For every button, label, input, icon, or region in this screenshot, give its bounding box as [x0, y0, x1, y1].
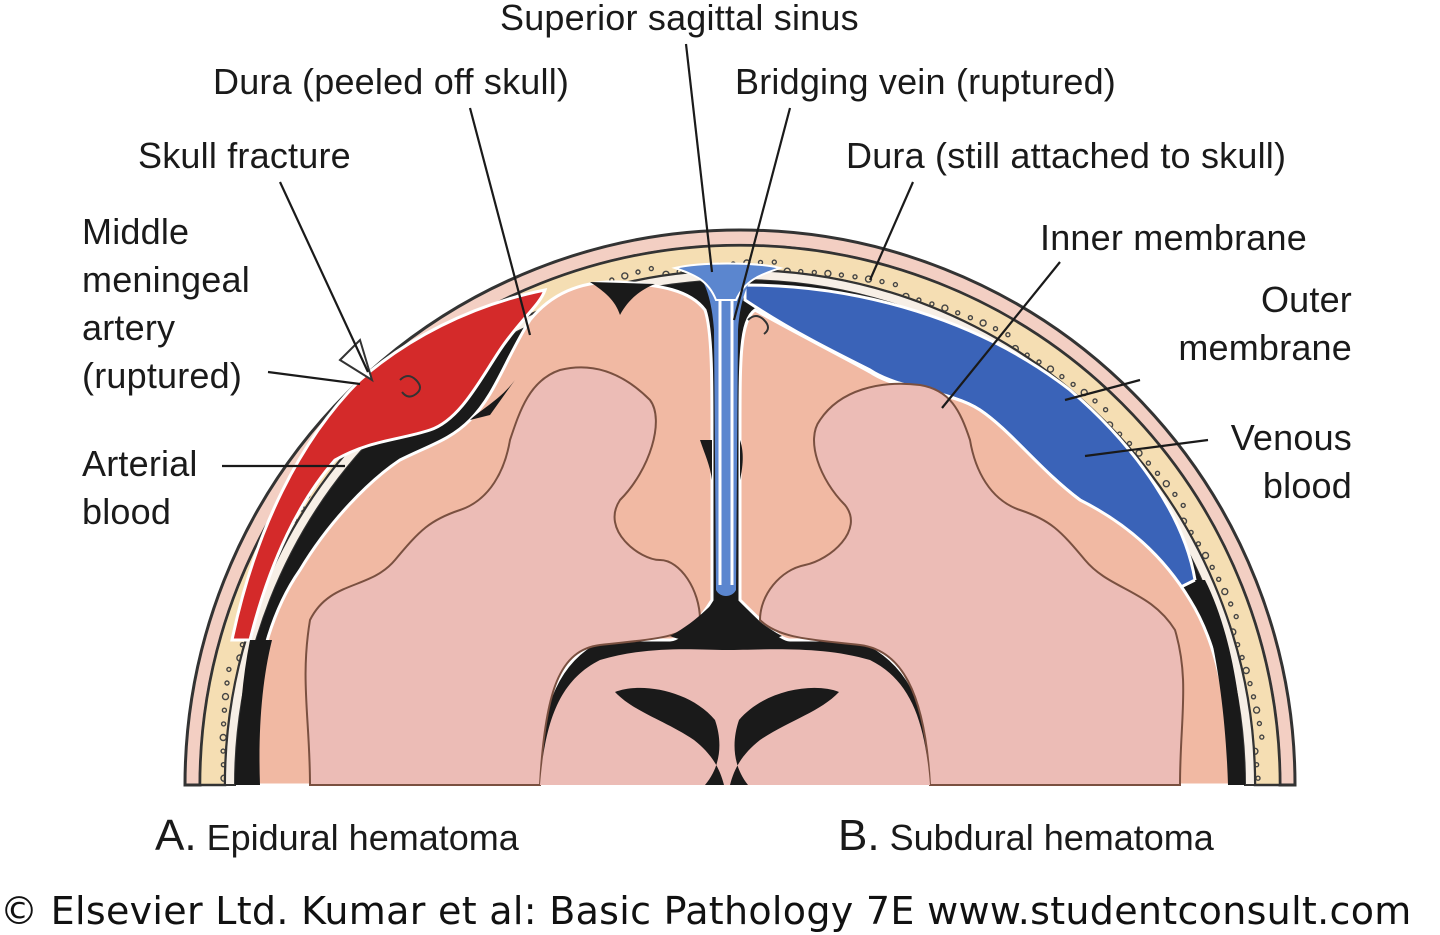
falx-line [718, 300, 734, 585]
right-white-matter [758, 382, 1185, 786]
ruptured-vessels [399, 315, 769, 398]
caption-a-letter: A. [155, 811, 197, 860]
superior-sagittal-sinus-shape [671, 262, 784, 301]
copyright-line: © Elsevier Ltd. Kumar et al: Basic Patho… [0, 889, 1412, 933]
label-skull-fracture: Skull fracture [138, 135, 351, 176]
label-bridging-vein: Bridging vein (ruptured) [735, 61, 1116, 102]
label-dura-peeled: Dura (peeled off skull) [213, 61, 570, 102]
caption-a-text: Epidural hematoma [206, 817, 519, 858]
skull-fracture-notch [338, 338, 374, 383]
basal-brain [540, 649, 930, 785]
label-arterial-blood: Arterial blood [82, 443, 198, 532]
falx [695, 270, 758, 596]
label-middle-meningeal-artery: Middle meningeal artery (ruptured) [82, 211, 250, 396]
label-venous-blood: Venous blood [1230, 417, 1352, 506]
label-outer-membrane: Outer membrane [1178, 279, 1352, 368]
leader-lines [222, 43, 1209, 468]
caption-b: B. Subdural hematoma [838, 812, 1214, 862]
caption-a: A. Epidural hematoma [155, 812, 519, 862]
left-white-matter [304, 366, 702, 786]
label-superior-sagittal-sinus: Superior sagittal sinus [500, 0, 859, 38]
sulci-right [740, 440, 1245, 785]
label-inner-membrane: Inner membrane [1040, 217, 1307, 258]
lateral-ventricles [615, 687, 839, 785]
callosal-csf [670, 590, 782, 642]
label-dura-attached: Dura (still attached to skull) [846, 135, 1287, 176]
caption-b-letter: B. [838, 811, 880, 860]
sulci-left [239, 282, 712, 785]
caption-b-text: Subdural hematoma [889, 817, 1214, 858]
